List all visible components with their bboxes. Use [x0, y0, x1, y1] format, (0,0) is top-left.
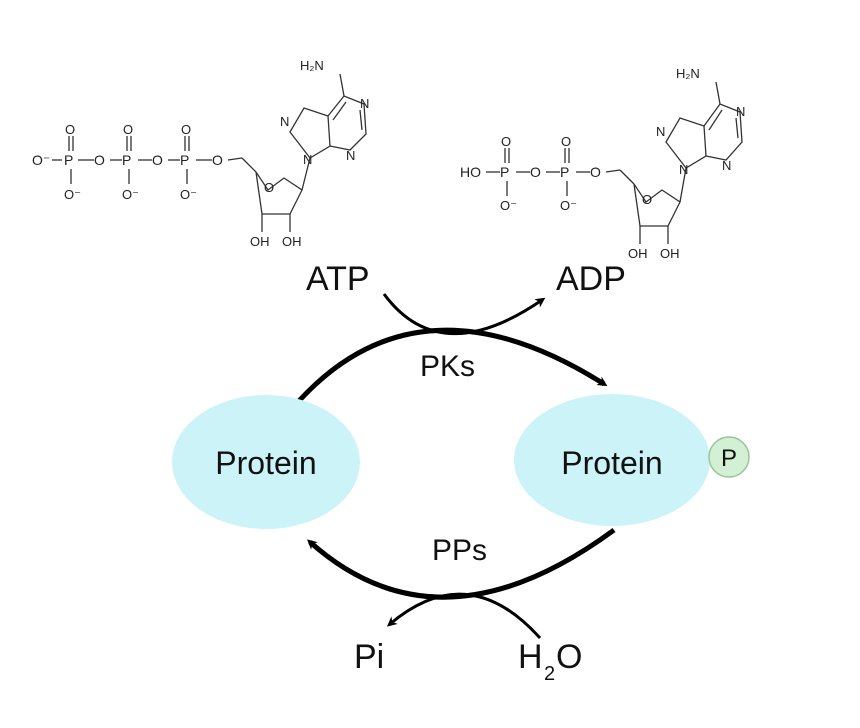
adp-n3: N	[722, 158, 731, 173]
water-to-pi-arrow	[386, 592, 542, 640]
atp-to-adp-arrow	[382, 293, 546, 336]
adp-oh-left: OH	[628, 246, 648, 261]
protein-left-blob	[172, 395, 360, 529]
adp-o-bridge: O	[530, 164, 541, 180]
atp-o-top-3: O	[181, 122, 191, 137]
adp-ring-o: O	[642, 192, 652, 207]
phosphate-badge	[708, 436, 750, 478]
adp-o-top-1: O	[501, 134, 511, 149]
atp-o-ester: O	[212, 152, 223, 168]
cycle-arrows	[296, 293, 616, 640]
water-h: H	[518, 638, 543, 676]
protein-right-label: Protein	[561, 445, 662, 481]
atp-n9: N	[303, 152, 312, 167]
adp-label: ADP	[556, 260, 626, 298]
adp-ribose-ring	[633, 167, 687, 244]
atp-o-bottom-2: O⁻	[122, 187, 139, 202]
atp-o-top-2: O	[123, 122, 133, 137]
atp-p-3: P	[180, 152, 189, 168]
adp-ho: HO	[460, 164, 481, 180]
atp-n7: N	[280, 114, 289, 129]
adp-o-top-2: O	[561, 134, 571, 149]
adp-adenine-ring	[665, 81, 743, 169]
adp-n1: N	[736, 104, 745, 119]
kinase-label: PKs	[420, 350, 475, 383]
water-subscript: 2	[544, 663, 555, 685]
atp-ring-o: O	[264, 180, 274, 195]
atp-n1: N	[360, 96, 369, 111]
adp-o-bottom-1: O⁻	[500, 198, 517, 213]
adp-o-ester: O	[590, 164, 601, 180]
atp-o-top-1: O	[65, 122, 75, 137]
atp-structure	[52, 73, 367, 232]
adp-n7: N	[656, 124, 665, 139]
protein-right-blob	[514, 394, 710, 526]
atp-oh-right: OH	[282, 234, 302, 249]
atp-ribose-ring	[255, 157, 311, 232]
atp-o-bridge-2: O	[152, 152, 163, 168]
atp-o-minus-1: O⁻	[32, 152, 50, 168]
water-o: O	[556, 638, 582, 676]
adp-amine: H₂N	[676, 66, 700, 81]
pi-label: Pi	[354, 638, 384, 676]
atp-triphosphate-chain	[52, 136, 257, 184]
adp-p-1: P	[500, 164, 509, 180]
adp-diphosphate-chain	[486, 148, 635, 196]
atp-amine: H₂N	[300, 58, 324, 73]
atp-oh-left: OH	[250, 234, 270, 249]
atp-n3: N	[346, 148, 355, 163]
protein-left-label: Protein	[215, 445, 316, 481]
adp-n9: N	[679, 162, 688, 177]
phosphate-badge-label: P	[721, 445, 737, 472]
adp-p-2: P	[560, 164, 569, 180]
water-label: H 2 O	[518, 638, 582, 685]
adp-o-bottom-2: O⁻	[560, 198, 577, 213]
atp-o-bottom-1: O⁻	[64, 187, 81, 202]
atp-p-1: P	[64, 152, 73, 168]
atp-label: ATP	[306, 260, 370, 298]
phosphatase-label: PPs	[432, 534, 487, 567]
atp-structure-labels: O⁻ P O P O P O O O O O⁻ O⁻ O⁻ O OH OH N …	[32, 58, 369, 249]
atp-o-bottom-3: O⁻	[180, 187, 197, 202]
adp-structure	[486, 81, 743, 244]
kinase-arc-arrow	[296, 327, 608, 404]
adp-structure-labels: HO P O P O O O O⁻ O⁻ O OH OH N N N N H₂N	[460, 66, 745, 261]
phosphatase-arc-arrow	[307, 527, 616, 600]
atp-adenine-ring	[289, 73, 367, 159]
atp-p-2: P	[122, 152, 131, 168]
adp-oh-right: OH	[660, 246, 680, 261]
atp-o-bridge-1: O	[94, 152, 105, 168]
